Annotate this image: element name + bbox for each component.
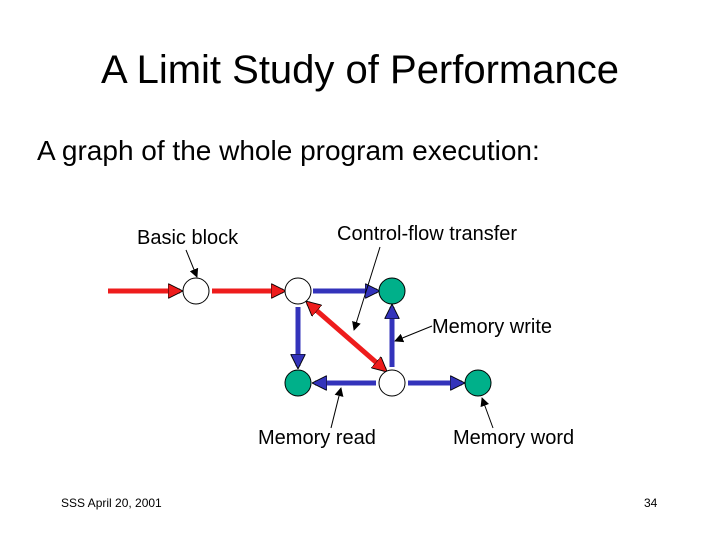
control-flow-edge-diagonal bbox=[308, 303, 385, 370]
basic-block-pointer bbox=[185, 249, 199, 278]
memory-word-pointer bbox=[480, 397, 494, 429]
control-flow-transfer-pointer bbox=[352, 246, 381, 331]
basic-block-node-1 bbox=[182, 277, 210, 305]
memory-read-label: Memory read bbox=[258, 427, 376, 449]
slide-title: A Limit Study of Performance bbox=[100, 48, 619, 92]
memory-word-label: Memory word bbox=[453, 427, 575, 449]
memory-read-pointer bbox=[330, 387, 344, 429]
memory-write-label: Memory write bbox=[432, 316, 553, 338]
memory-word-node-2 bbox=[284, 369, 312, 397]
memory-word-node-3 bbox=[464, 369, 492, 397]
page-number: 34 bbox=[644, 496, 658, 510]
footer-date: SSS April 20, 2001 bbox=[61, 496, 162, 510]
basic-block-node-2 bbox=[284, 277, 312, 305]
memory-write-pointer bbox=[394, 325, 433, 343]
basic-block-node-3 bbox=[378, 369, 406, 397]
slide-subtitle: A graph of the whole program execution: bbox=[37, 135, 540, 166]
basic-block-label: Basic block bbox=[137, 227, 239, 249]
memory-word-node-1 bbox=[378, 277, 406, 305]
control-flow-transfer-label: Control-flow transfer bbox=[337, 223, 518, 245]
